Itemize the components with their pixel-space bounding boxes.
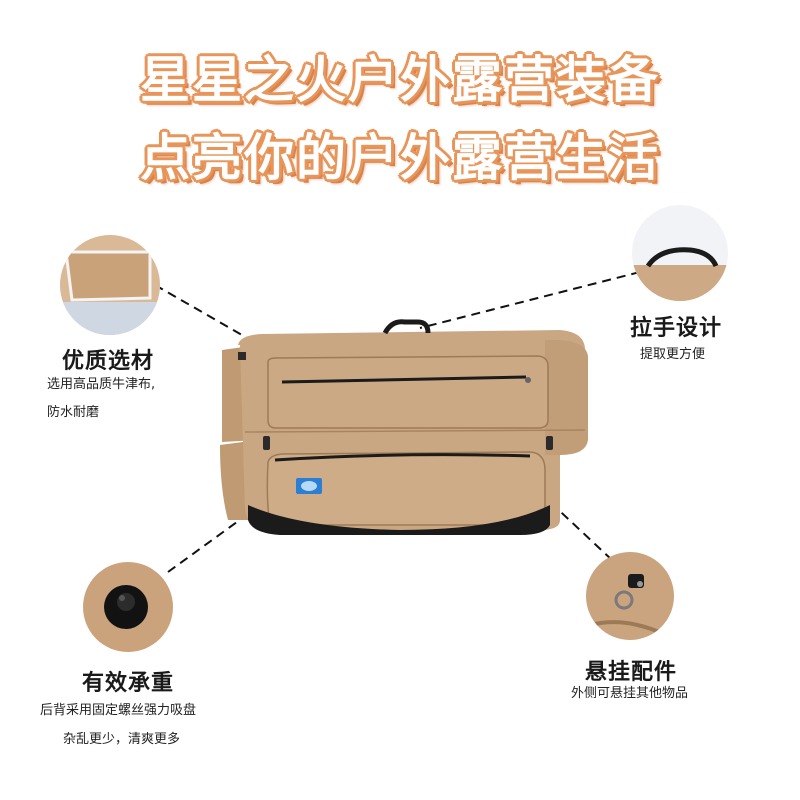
feature-desc-handle-line1: 提取更方便: [640, 347, 706, 362]
feature-desc-load-line1: 后背采用固定螺丝强力吸盘: [40, 703, 197, 718]
headline-line-1: 星星之火户外露营装备: [140, 51, 660, 109]
feature-title-handle: 拉手设计: [630, 316, 723, 341]
feature-desc-load-line2: 杂乱更少，清爽更多: [63, 732, 181, 747]
hanging-accessory-closeup-image: [586, 552, 674, 640]
leader-line-load: [167, 513, 249, 573]
headline-line-2: 点亮你的户外露营生活: [140, 129, 660, 187]
feature-title-load: 有效承重: [82, 671, 175, 696]
feature-title-hanging: 悬挂配件: [585, 660, 678, 685]
material-closeup-image: [60, 235, 160, 335]
leader-line-handle: [419, 271, 641, 329]
suction-cup-closeup-image: [83, 562, 173, 652]
feature-desc-material-line2: 防水耐磨: [47, 405, 100, 420]
feature-desc-hanging-line1: 外侧可悬挂其他物品: [571, 686, 689, 701]
feature-title-material: 优质选材: [62, 349, 155, 374]
handle-closeup-image: [632, 205, 728, 301]
feature-desc-material-line1: 选用高品质牛津布,: [47, 377, 156, 392]
door-bag: [220, 319, 589, 535]
